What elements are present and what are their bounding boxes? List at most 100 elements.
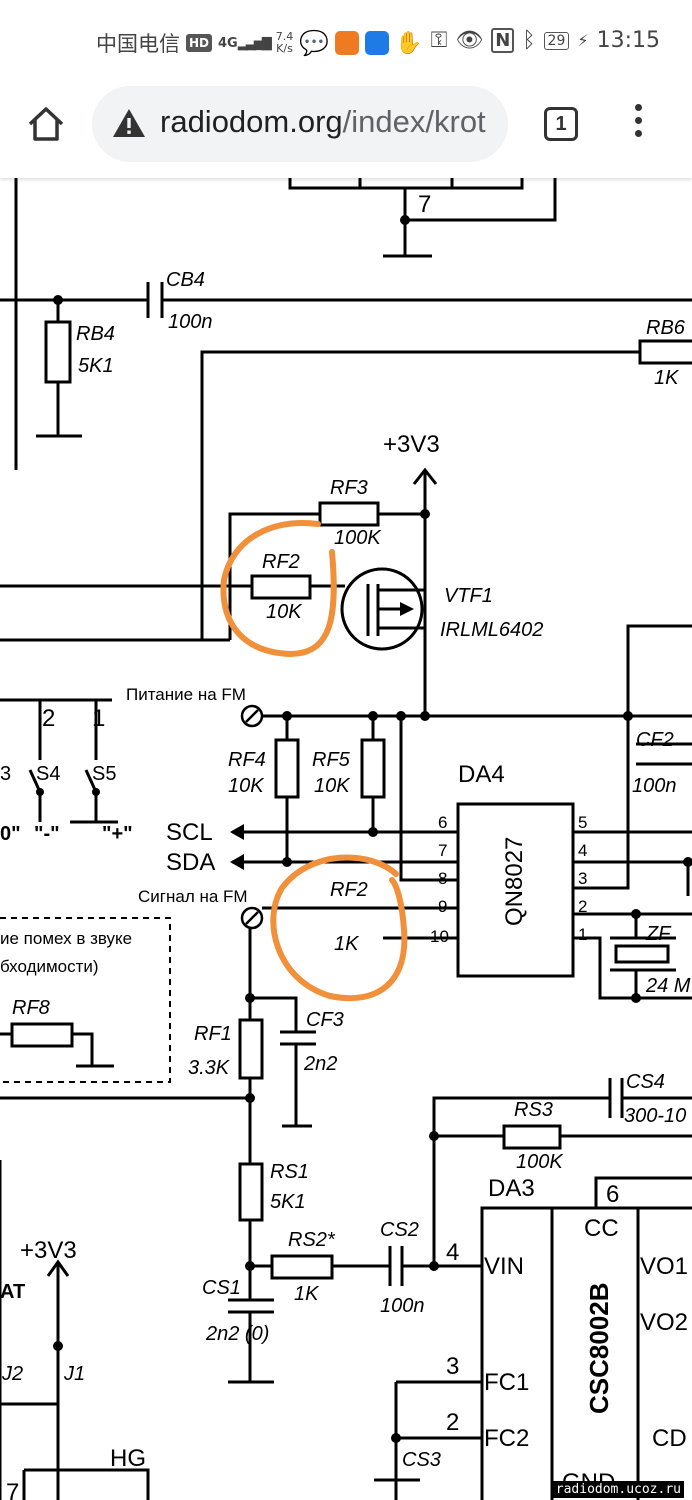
label-p4: 4 (578, 841, 587, 860)
label-cs3: CS3 (402, 1449, 441, 1471)
label-vtf1-part: IRLML6402 (440, 619, 543, 641)
hand-icon: ✋ (395, 30, 423, 56)
label-qn8027: QN8027 (501, 837, 528, 926)
label-cb4-val: 100n (168, 311, 213, 333)
hd-badge: HD (186, 34, 213, 52)
highlight-rf2-1k (270, 854, 408, 1002)
label-rf2a-val: 10K (266, 601, 303, 623)
label-cd: CD (652, 1425, 687, 1452)
label-j1: J1 (63, 1363, 85, 1385)
label-note1: ие помех в звуке (0, 929, 132, 948)
label-vtf1: VTF1 (444, 585, 493, 607)
label-rf4: RF4 (228, 749, 266, 771)
label-signal: Сигнал на FM (138, 887, 248, 906)
home-icon[interactable] (26, 104, 66, 144)
label-s4: S4 (36, 763, 60, 785)
label-p1: 1 (578, 925, 587, 944)
label-p6: 6 (438, 813, 447, 832)
label-rs3: RS3 (514, 1099, 553, 1121)
browser-toolbar: radiodom.org/index/krot 1 (0, 86, 692, 178)
speed-value: 7.4 (275, 30, 294, 43)
warning-icon[interactable] (112, 108, 146, 138)
status-left: 中国电信 HD 4G▂▃▅▇ 7.4 K/s 💬 ✋ (96, 28, 423, 58)
label-sw-plus: "+" (102, 823, 133, 845)
label-p10: 10 (430, 927, 449, 946)
label-rf2b-val: 1K (334, 933, 360, 955)
label-pin2: 2 (446, 1409, 459, 1436)
chat-icon: 💬 (299, 29, 330, 57)
carrier-name: 中国电信 (96, 32, 180, 56)
label-seven-bottom: 7 (6, 1479, 19, 1500)
label-p7: 7 (438, 841, 447, 860)
status-right: ⚿ 👁 N ᛒ 29 ⚡ 13:15 (431, 28, 660, 53)
label-fc1: FC1 (484, 1369, 529, 1396)
label-v33-top: +3V3 (383, 431, 440, 458)
label-rf3-val: 100K (334, 527, 382, 549)
label-sw2: 2 (42, 705, 55, 732)
label-cs4-val: 300-10 (624, 1105, 686, 1127)
label-rs2-val: 1K (294, 1283, 320, 1305)
eye-icon: 👁 (455, 28, 484, 53)
label-rf3: RF3 (330, 477, 368, 499)
label-pitanie: Питание на FM (126, 685, 246, 704)
label-cc: CC (584, 1215, 619, 1242)
label-v33-left: +3V3 (20, 1237, 77, 1264)
label-cs4: CS4 (626, 1071, 665, 1093)
label-cs2: CS2 (380, 1219, 419, 1241)
label-rf8: RF8 (12, 997, 50, 1019)
url-domain: radiodom.org (160, 104, 343, 139)
label-fc2: FC2 (484, 1425, 529, 1452)
label-rf1: RF1 (194, 1023, 232, 1045)
label-zf-val: 24 M (645, 975, 691, 997)
app-orange-icon (335, 31, 360, 55)
nfc-icon: N (491, 28, 515, 53)
label-note2: бходимости) (0, 957, 99, 976)
network-speed: 7.4 K/s (276, 31, 294, 55)
overflow-menu-button[interactable] (628, 104, 648, 144)
label-cs1: CS1 (202, 1277, 241, 1299)
url-text[interactable]: radiodom.org/index/krot (160, 104, 486, 140)
key-icon: ⚿ (430, 28, 448, 53)
label-rb4-val: 5K1 (78, 355, 114, 377)
tab-switcher-button[interactable]: 1 (544, 107, 578, 141)
battery-level: 29 (543, 31, 570, 50)
label-scl: SCL (166, 819, 213, 846)
label-cs2-val: 100n (380, 1295, 425, 1317)
label-p5: 5 (578, 813, 587, 832)
label-rf5: RF5 (312, 749, 351, 771)
network-type: 4G (218, 35, 238, 51)
label-rf2a: RF2 (262, 551, 300, 573)
label-zf: ZF (645, 923, 672, 945)
clock: 13:15 (596, 28, 660, 53)
watermark: radiodom.ucoz.ru (552, 1481, 684, 1498)
label-rb6-val: 1K (654, 367, 680, 389)
label-p3: 3 (578, 869, 587, 888)
label-p9: 9 (438, 897, 447, 916)
label-s5: S5 (92, 763, 116, 785)
label-sw1: 1 (92, 705, 105, 732)
label-rs3-val: 100K (516, 1151, 564, 1173)
label-cf2: CF2 (636, 729, 674, 751)
label-j2: J2 (1, 1363, 23, 1385)
highlight-rf2-10k (220, 520, 337, 658)
label-p8: 8 (438, 869, 447, 888)
label-vo2: VO2 (640, 1309, 688, 1336)
label-s3: 3 (0, 763, 11, 785)
label-pin4: 4 (446, 1239, 459, 1266)
label-sw-minus: "-" (34, 823, 60, 845)
charging-icon: ⚡ (577, 31, 589, 50)
label-rf1-val: 3.3K (188, 1057, 231, 1079)
bluetooth-icon: ᛒ (522, 28, 536, 53)
label-cs1-val: 2n2 (0) (205, 1323, 269, 1345)
label-da3: DA3 (488, 1175, 535, 1202)
label-pin7-top: 7 (418, 191, 431, 218)
label-at: AT (0, 1281, 25, 1303)
label-cf3-val: 2n2 (303, 1053, 337, 1075)
label-rf5-val: 10K (314, 775, 351, 797)
label-pin3: 3 (446, 1353, 459, 1380)
label-cf3: CF3 (306, 1009, 344, 1031)
signal-icon: 4G▂▃▅▇ (218, 35, 272, 51)
address-bar[interactable]: radiodom.org/index/krot (92, 86, 508, 162)
label-csc8002b: CSC8002B (584, 1282, 614, 1414)
